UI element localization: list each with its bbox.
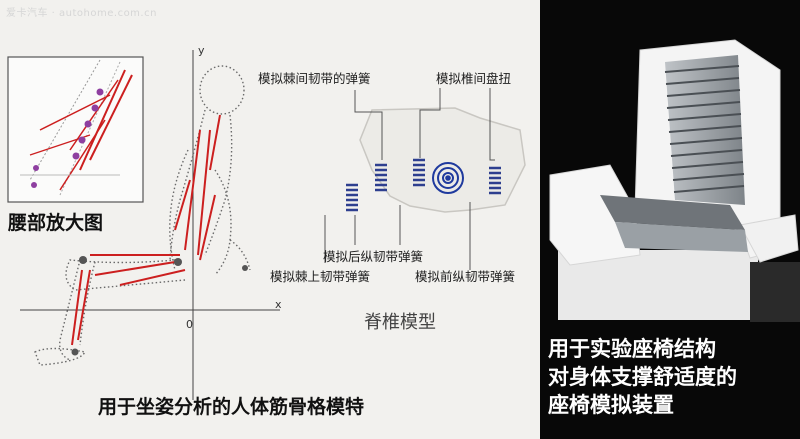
x-axis-label: x [275, 298, 282, 311]
posterior-ligament-label: 模拟后纵韧带弹簧 [323, 249, 424, 264]
skeleton-muscles [71, 114, 221, 346]
origin-label: 0 [186, 318, 193, 331]
lumbar-zoom-box [7, 56, 144, 203]
lumbar-zoom-label: 腰部放大图 [8, 212, 104, 234]
seat-right-wing [739, 214, 799, 263]
skeleton-panel: 爱卡汽车 · autohome.com.cn [0, 0, 540, 439]
watermark: 爱卡汽车 · autohome.com.cn [6, 8, 157, 19]
y-axis-label: y [198, 44, 205, 57]
spine-model-outline [359, 107, 526, 213]
intervertebral-disc-label: 模拟椎间盘扭 [436, 71, 512, 86]
anterior-ligament-label: 模拟前纵韧带弹簧 [415, 269, 516, 284]
skeleton-illustration [7, 50, 526, 400]
seat-left-wing [549, 164, 641, 266]
right-caption-line-3: 座椅模拟装置 [548, 393, 674, 417]
right-caption-line-1: 用于实验座椅结构 [548, 337, 716, 361]
interspinous-ligament-label: 模拟棘间韧带的弹簧 [258, 71, 371, 86]
springs [346, 158, 501, 212]
supraspinous-ligament-label: 模拟棘上韧带弹簧 [270, 269, 371, 284]
seat-cushion-slats [600, 195, 748, 252]
seat-back-slats [664, 55, 745, 205]
seat-panel: 用于实验座椅结构 对身体支撑舒适度的 座椅模拟装置 [540, 0, 800, 439]
lumbar-zoom-detail [20, 59, 133, 196]
intervertebral-disc [432, 162, 464, 194]
spine-model-label: 脊椎模型 [364, 312, 436, 333]
seat-base-dark [750, 262, 800, 322]
right-caption-line-2: 对身体支撑舒适度的 [548, 365, 737, 389]
left-caption: 用于坐姿分析的人体筋骨格模特 [98, 396, 365, 418]
seat-simulator-image [549, 39, 800, 322]
skeleton-joints [71, 256, 248, 356]
skeleton-body [34, 65, 251, 366]
leader-lines [324, 88, 495, 270]
